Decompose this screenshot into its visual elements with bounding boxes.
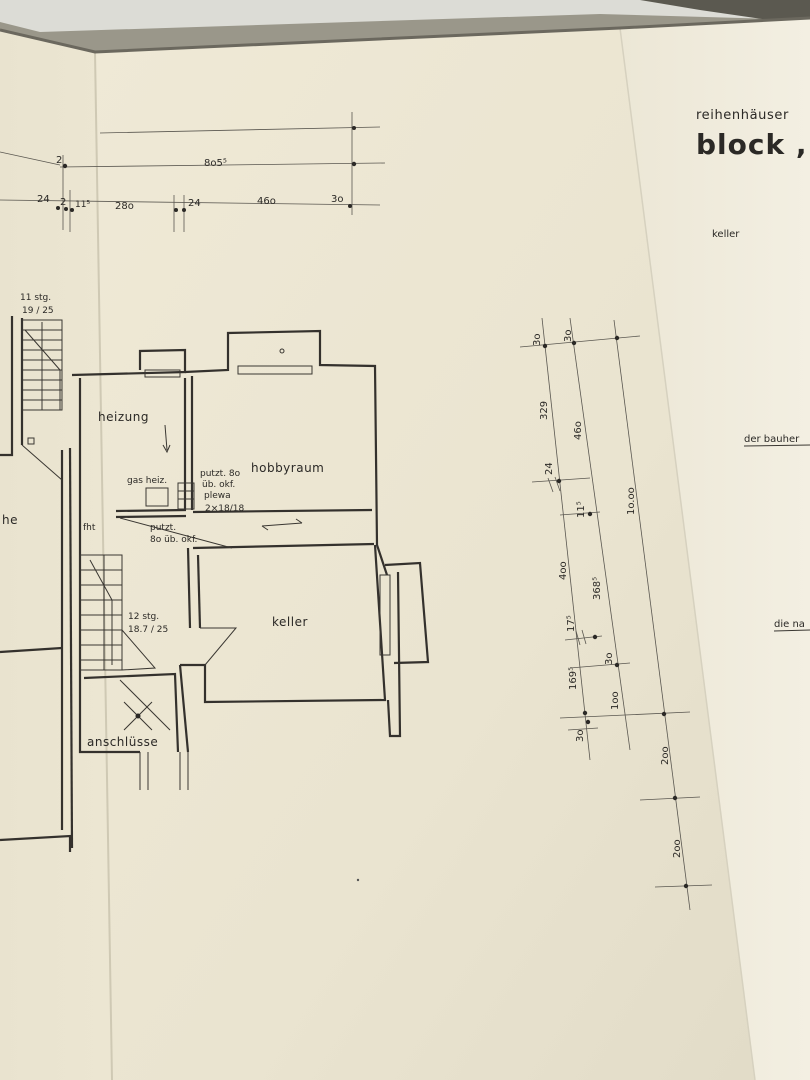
title-line-2: block , [696,128,807,161]
note-putzt-1: putzt. 8o [200,469,241,479]
room-keller: keller [272,615,308,629]
dim-seg-2: 2 [60,197,66,208]
dim-left: 2 [56,155,62,166]
dim-v-3685: 368⁵ [592,577,603,600]
note-putzt-3: plewa [204,491,231,501]
dim-v-24: 24 [544,462,555,475]
side-dimension-chain [519,317,713,911]
client-label: der bauher [744,434,800,445]
dim-v-1695: 169⁵ [568,667,579,690]
title-paper-panel [620,18,810,1080]
note-lower-stair-1: 12 stg. [128,612,159,622]
dim-v-30a: 3o [532,334,543,346]
note-upper-stair-1: 11 stg. [20,293,51,303]
label-gasheiz: gas heiz. [127,476,167,486]
dim-seg-6: 46o [257,196,276,207]
dim-seg-4: 28o [115,201,134,212]
lower-label: die na [774,619,805,630]
floor-plan [0,316,430,852]
dim-v-175: 17⁵ [566,615,577,632]
section-label: keller [712,229,740,240]
room-heizung: heizung [98,410,149,424]
title-line-1: reihenhäuser [696,108,789,123]
note-lower-stair-2: 18.7 / 25 [128,625,168,635]
left-paper-panel [0,30,112,1080]
room-anschluesse: anschlüsse [87,735,158,749]
dim-v-1000: 1o.oo [626,487,637,515]
dim-v-460: 46o [573,421,584,440]
note-putzt-b1: putzt. [150,523,176,533]
label-left-partial: he [2,513,18,527]
dim-overall: 8o5⁵ [204,158,227,169]
dim-v-115: 11⁵ [576,501,587,518]
dim-v-30c: 3o [604,653,615,665]
note-putzt-2: üb. okf. [202,480,235,490]
top-dimension-chain [0,112,386,232]
main-paper-panel [95,28,755,1080]
note-putzt-4: 2×18/18 [205,504,244,514]
dim-seg-5: 24 [188,198,201,209]
dim-v-400: 4oo [558,561,569,580]
dim-seg-7: 3o [331,194,343,205]
note-upper-stair-2: 19 / 25 [22,306,54,316]
note-putzt-b2: 8o üb. okf. [150,535,197,545]
label-fht: fht [83,523,96,533]
dim-v-200a: 2oo [660,746,671,765]
dim-v-200b: 2oo [672,839,683,858]
dim-v-30b: 3o [563,330,574,342]
dim-seg-1: 24 [37,194,50,205]
dim-v-329: 329 [539,401,550,420]
room-hobbyraum: hobbyraum [251,461,324,475]
dim-seg-3: 11⁵ [75,200,90,210]
dim-v-100: 1oo [610,691,621,710]
dim-v-30d: 3o [575,730,586,742]
